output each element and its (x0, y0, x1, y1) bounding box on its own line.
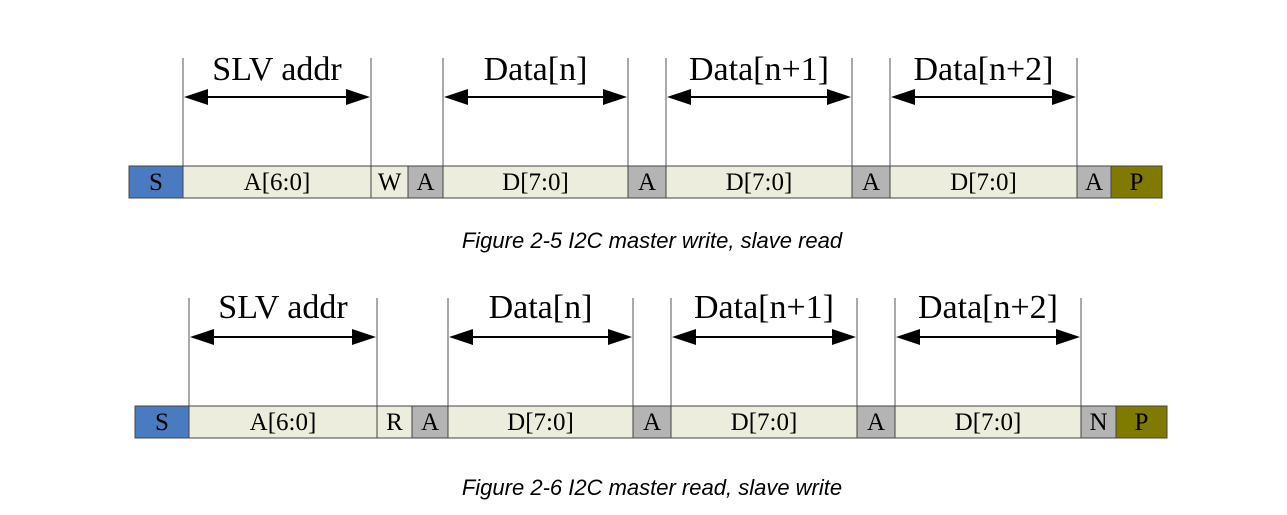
cell-stop: P (1115, 405, 1168, 439)
cell-box (627, 165, 667, 199)
double-arrow-icon (896, 329, 1080, 345)
double-arrow-icon (667, 89, 851, 105)
cell-box (1076, 165, 1112, 199)
cell-bits: A[6:0] (182, 165, 372, 199)
field-span: Data[n+1] (670, 289, 858, 406)
cell-label: D[7:0] (955, 409, 1022, 436)
field-label: Data[n+2] (913, 51, 1053, 88)
cell-box (894, 405, 1082, 439)
cell-bits: D[7:0] (889, 165, 1078, 199)
field-span: Data[n] (442, 51, 629, 166)
field-span: SLV addr (188, 289, 378, 406)
cell-label: A (867, 409, 885, 436)
cell-box (1115, 405, 1168, 439)
cell-bits: D[7:0] (442, 165, 629, 199)
double-arrow-icon (891, 89, 1076, 105)
cell-box (1110, 165, 1163, 199)
cell-label: A (643, 409, 661, 436)
double-arrow-icon (449, 329, 632, 345)
cell-ack: A (627, 165, 667, 199)
cell-label: R (386, 409, 403, 436)
double-arrow-icon (672, 329, 856, 345)
field-label: Data[n+1] (689, 51, 829, 88)
cell-label: D[7:0] (507, 409, 574, 436)
cell-rw: R (376, 405, 413, 439)
cell-ack: A (632, 405, 672, 439)
cell-ack: A (1076, 165, 1112, 199)
cell-start: S (134, 405, 190, 439)
cell-box (632, 405, 672, 439)
figure-caption: Figure 2-6 I2C master read, slave write (462, 475, 842, 500)
cell-label: S (149, 169, 163, 196)
cell-box (889, 165, 1078, 199)
cell-label: A (638, 169, 656, 196)
cell-label: A[6:0] (244, 169, 311, 196)
cell-bits: A[6:0] (188, 405, 378, 439)
cell-box (851, 165, 891, 199)
cell-label: A (416, 169, 434, 196)
cell-bits: D[7:0] (670, 405, 858, 439)
cell-box (370, 165, 409, 199)
field-label: SLV addr (218, 289, 348, 326)
cell-label: P (1135, 409, 1149, 436)
field-span: Data[n+2] (894, 289, 1082, 406)
cell-box (856, 405, 896, 439)
field-span: Data[n+1] (665, 51, 853, 166)
cell-box (182, 165, 372, 199)
field-label: Data[n+1] (694, 289, 834, 326)
cell-label: A[6:0] (250, 409, 317, 436)
field-label: Data[n] (489, 289, 593, 326)
cell-box (1080, 405, 1117, 439)
cell-label: A (421, 409, 439, 436)
cell-stop: P (1110, 165, 1163, 199)
cell-label: A (1085, 169, 1103, 196)
cell-label: A (862, 169, 880, 196)
cell-bits: D[7:0] (894, 405, 1082, 439)
double-arrow-icon (184, 89, 370, 105)
field-span: SLV addr (182, 51, 372, 166)
cell-box (411, 405, 449, 439)
cell-rw: W (370, 165, 409, 199)
cell-box (670, 405, 858, 439)
cell-ack: N (1080, 405, 1117, 439)
cell-ack: A (851, 165, 891, 199)
cell-ack: A (407, 165, 444, 199)
field-label: Data[n+2] (918, 289, 1058, 326)
cell-ack: A (856, 405, 896, 439)
field-span: Data[n+2] (889, 51, 1078, 166)
cell-label: W (378, 169, 402, 196)
cell-label: S (155, 409, 169, 436)
cell-box (128, 165, 184, 199)
figure-2-6: SLV addr Data[n] Data[n+1] Data[n+2] S A[6:0]… (134, 289, 1168, 500)
field-label: Data[n] (484, 51, 588, 88)
cell-box (376, 405, 413, 439)
cell-label: D[7:0] (731, 409, 798, 436)
cell-box (134, 405, 190, 439)
cell-label: N (1089, 409, 1107, 436)
cell-label: D[7:0] (950, 169, 1017, 196)
cell-bits: D[7:0] (447, 405, 634, 439)
cell-label: D[7:0] (726, 169, 793, 196)
cell-label: D[7:0] (502, 169, 569, 196)
field-label: SLV addr (212, 51, 342, 88)
cell-bits: D[7:0] (665, 165, 853, 199)
double-arrow-icon (444, 89, 627, 105)
cell-start: S (128, 165, 184, 199)
field-span: Data[n] (447, 289, 634, 406)
figure-2-5: SLV addr Data[n] Data[n+1] Data[n+2] S A[6:0]… (128, 51, 1163, 253)
double-arrow-icon (190, 329, 376, 345)
cell-ack: A (411, 405, 449, 439)
figure-caption: Figure 2-5 I2C master write, slave read (462, 228, 843, 253)
cell-label: P (1130, 169, 1144, 196)
